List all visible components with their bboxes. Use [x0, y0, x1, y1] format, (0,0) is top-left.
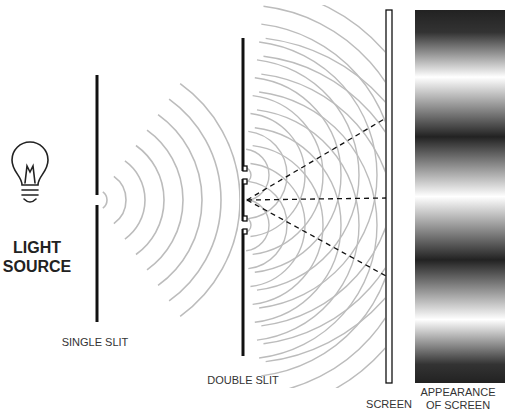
wave-front [255, 128, 341, 323]
double-slit-wall [242, 38, 245, 356]
single-slit-waves [103, 84, 240, 317]
light-source-label: LIGHT SOURCE [0, 238, 74, 276]
wave-front [261, 74, 385, 376]
screen-pattern [415, 10, 505, 383]
wave-front [136, 146, 164, 255]
path-lines [247, 118, 386, 276]
wave-front [257, 110, 359, 340]
single-slit-label: SINGLE SLIT [45, 336, 145, 349]
wave-front [253, 146, 323, 305]
screen-label: SCREEN [354, 398, 424, 411]
wave-front [248, 131, 287, 218]
wave-front [253, 96, 323, 255]
wave-front [246, 199, 269, 251]
wave-front [259, 42, 377, 308]
wave-front [263, 56, 385, 388]
double-slit-label: DOUBLE SLIT [193, 374, 293, 387]
wave-front [125, 161, 145, 239]
screen [386, 10, 392, 383]
wave-front [180, 84, 240, 317]
single-slit-wall [96, 75, 99, 322]
wave-front [103, 192, 107, 208]
appearance-label: APPEARANCE OF SCREEN [416, 386, 500, 411]
wave-front [259, 92, 377, 358]
wave-front [248, 181, 287, 268]
wave-front [250, 113, 305, 236]
wave-front [147, 130, 183, 270]
wave-front [169, 99, 221, 301]
slit-tabs [243, 166, 247, 234]
wave-front [266, 5, 385, 362]
wave-front [266, 38, 385, 388]
light-bulb [12, 142, 48, 202]
wave-front [158, 115, 202, 286]
wave-front [114, 176, 126, 223]
double-slit-waves [245, 5, 385, 388]
wave-front [250, 163, 305, 286]
